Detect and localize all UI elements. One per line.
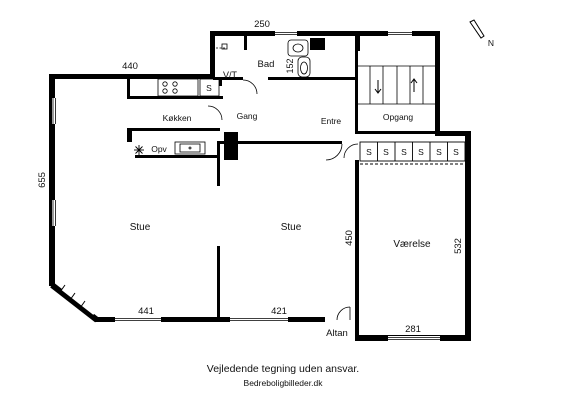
bath-fixtures [216,39,311,78]
dim-bottom-left: 441 [138,306,154,317]
arrow-up-icon [410,78,418,92]
room-label-living-left: Stue [130,222,151,233]
room-label-bath: Bad [258,59,275,70]
room-label-hall: Gang [237,111,258,121]
room-label-room: Værelse [393,239,431,250]
room-label-living-right: Stue [281,222,302,233]
burner-icon [172,81,178,87]
dim-room-height: 532 [453,238,464,254]
dim-left-height: 655 [37,172,48,188]
disclaimer-text: Vejledende tegning uden ansvar. [206,363,360,375]
room-label-kitchen: Køkken [163,113,192,123]
storage-label: S [436,147,442,157]
storage-label: S [401,147,407,157]
burner-icon [162,81,168,87]
storage-label: S [453,147,459,157]
storage-cabinets [359,141,466,165]
compass-icon [469,19,485,39]
storage-label: S [418,147,424,157]
dim-bottom-mid: 421 [271,306,287,317]
compass-label: N [488,38,494,48]
room-label-entrance: Entre [321,116,342,126]
dim-bath-depth: 152 [285,58,295,73]
burner-icon [172,88,178,94]
arrow-down-icon [374,80,382,94]
storage-label: S [366,147,372,157]
toilet-icon [292,43,304,53]
fan-icon [134,145,144,155]
storage-label: S [383,147,389,157]
source-text: Bedreboligbilleder.dk [243,378,323,388]
sink-icon [300,61,308,75]
dishwasher-label: Opv [151,144,167,154]
room-label-vt: V/T [223,70,238,80]
room-label-stairs: Opgang [383,112,414,122]
windows [52,31,440,341]
stairs [358,65,435,105]
dim-bottom-right: 281 [405,324,421,335]
bay-window [50,282,99,323]
room-label-balcony: Altan [326,328,348,339]
storage-label: S [206,83,212,93]
walls [49,31,471,341]
burner-icon [162,88,168,94]
dim-middle-height: 450 [344,230,355,246]
dim-kitchen-width: 440 [122,61,138,72]
kitchen-fixtures [157,78,220,155]
dim-bath-width: 250 [254,19,270,30]
doors [207,79,359,321]
